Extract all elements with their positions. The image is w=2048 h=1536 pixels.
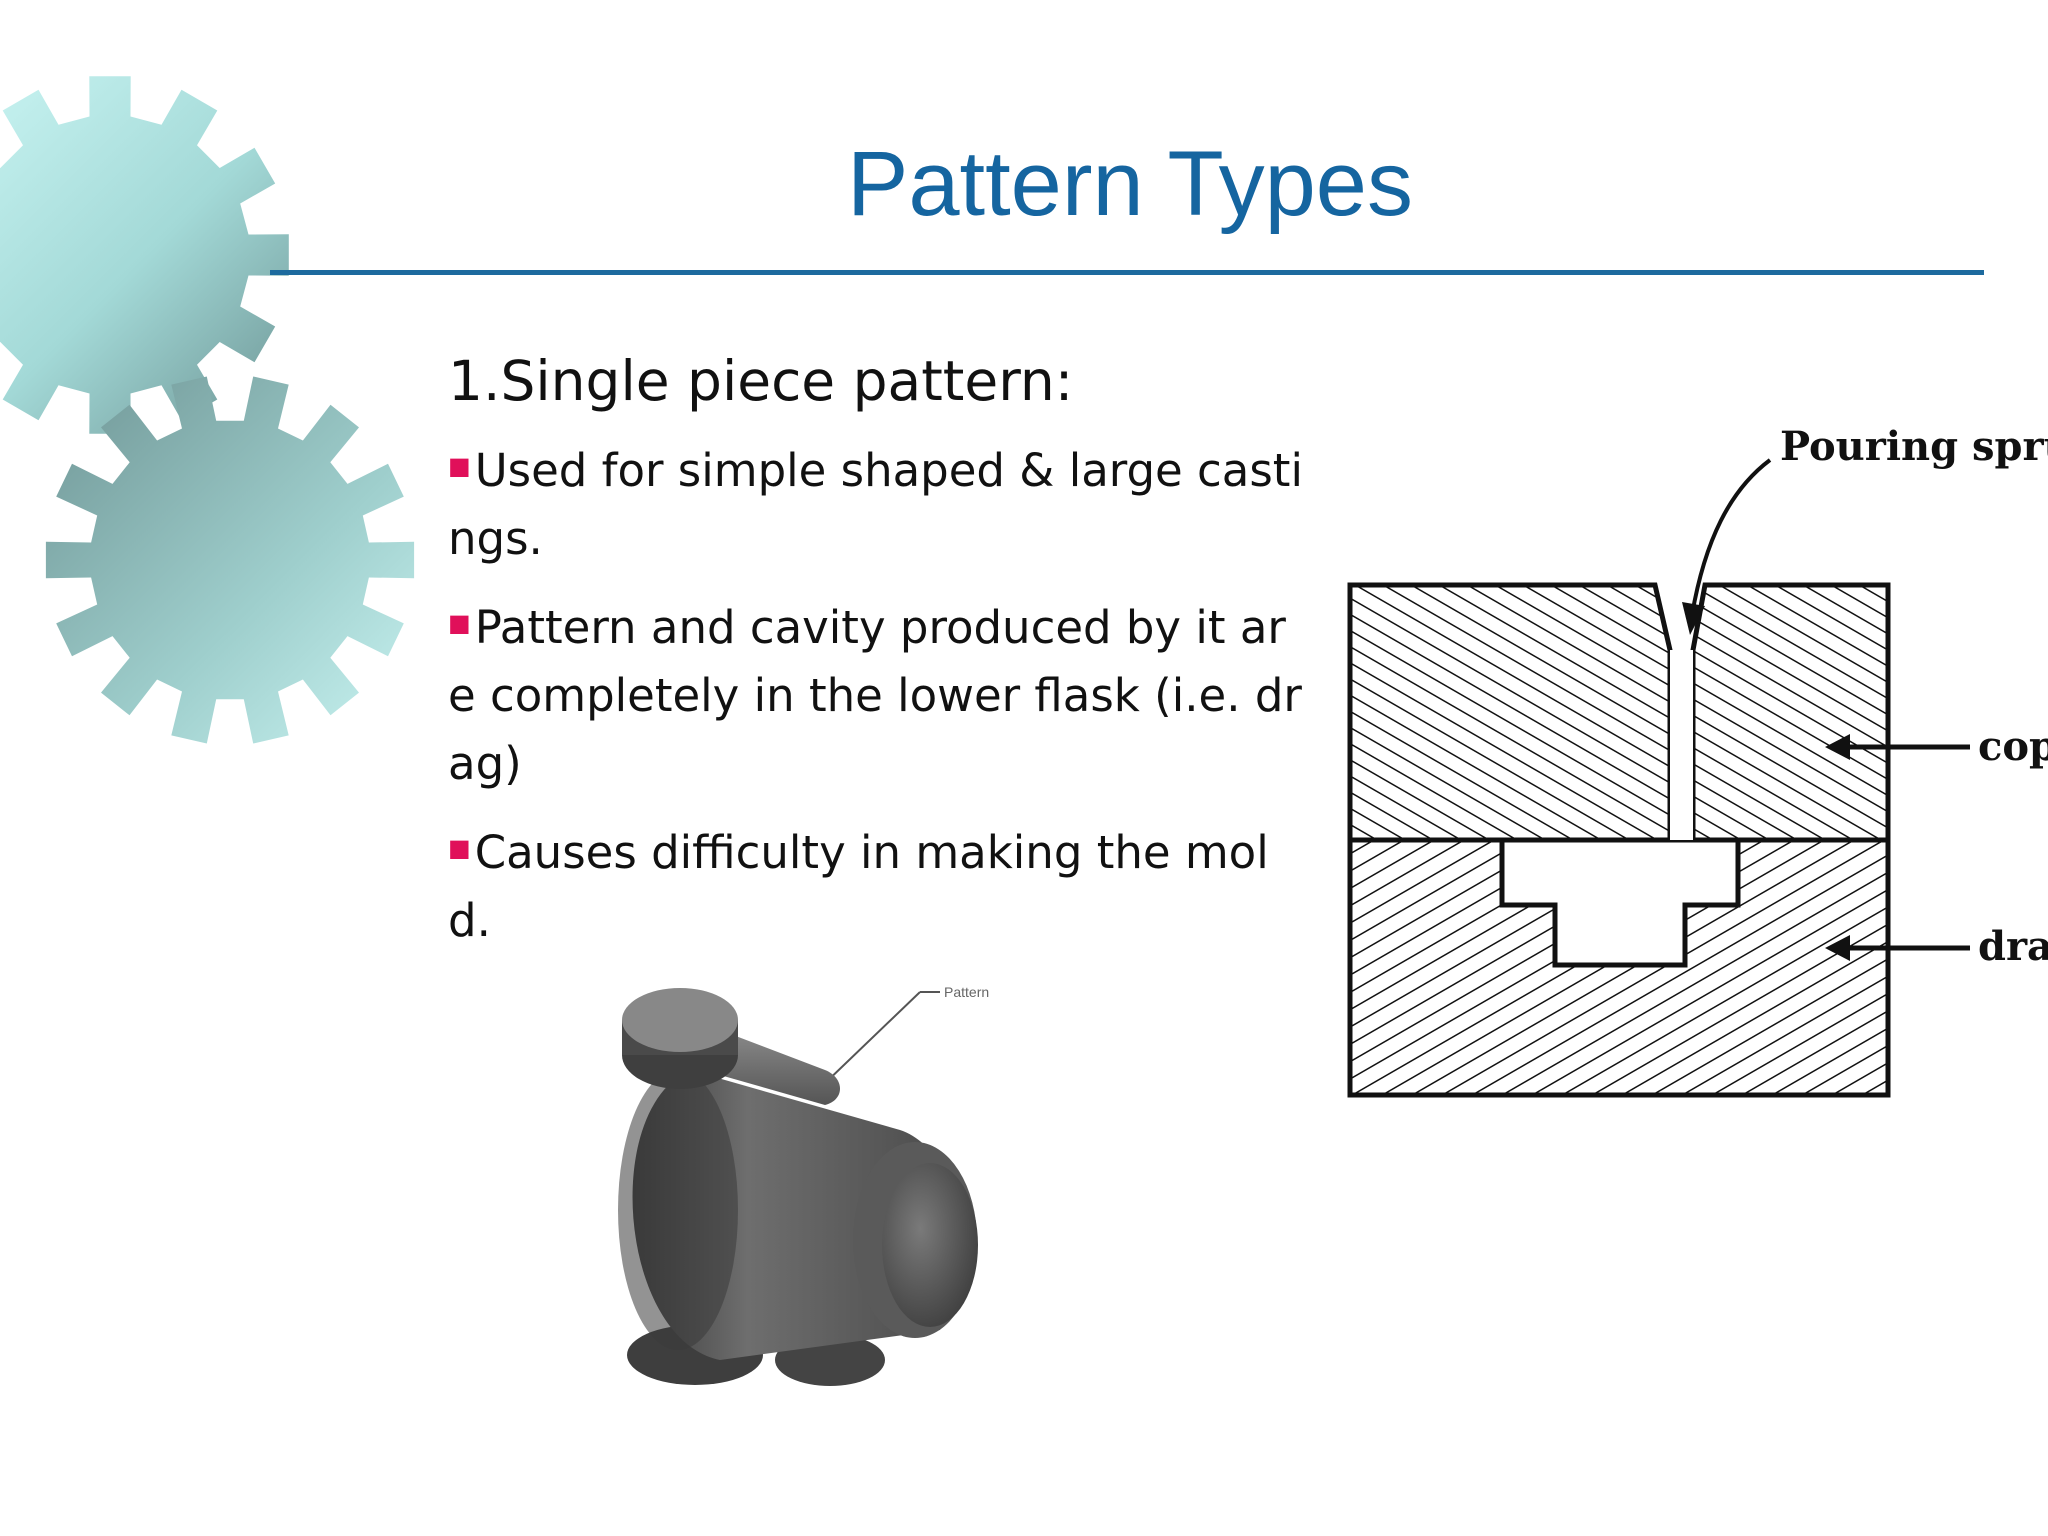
- gear-shape: [45, 376, 415, 744]
- bullet-item: ■Pattern and cavity produced by it are c…: [448, 589, 1308, 798]
- gears-decoration: [0, 76, 415, 744]
- cope-section: [1690, 582, 1891, 843]
- bullet-text: Used for simple shaped & large castings.: [448, 444, 1303, 565]
- pouring-sprue-arrow: [1690, 458, 1772, 616]
- pattern-end-face: [882, 1163, 978, 1327]
- arrowhead-icon: [1682, 602, 1705, 635]
- mold-cavity: [1499, 837, 1741, 968]
- single-piece-pattern-figure: Pattern: [618, 984, 989, 1386]
- gear-icon: [0, 76, 289, 434]
- pattern-top-rib: [720, 1030, 840, 1105]
- bullet-marker-icon: ■: [448, 452, 471, 480]
- bullet-item: ■Causes difficulty in making the mold.: [448, 814, 1308, 955]
- gear-icon: [45, 376, 415, 744]
- section-heading: 1.Single piece pattern:: [448, 349, 1074, 413]
- drag-label: drag: [1978, 923, 2048, 970]
- arrowhead-icon: [1825, 935, 1850, 961]
- slide-body: 1.Single piece pattern: ■Used for simple…: [448, 348, 1308, 971]
- arrowhead-icon: [1825, 734, 1850, 760]
- pattern-left-end: [618, 1070, 738, 1350]
- pouring-sprue-channel: [1670, 650, 1693, 840]
- bullet-marker-icon: ■: [448, 834, 471, 862]
- mold-cross-section-diagram: Pouring sprue cope drag: [1347, 423, 2048, 1098]
- cope-label: cope: [1978, 723, 2048, 770]
- bullet-marker-icon: ■: [448, 609, 471, 637]
- gear-shape: [0, 76, 289, 434]
- title-divider: [270, 270, 1984, 275]
- bullet-item: ■Used for simple shaped & large castings…: [448, 432, 1308, 573]
- bullet-text: Causes difficulty in making the mold.: [448, 826, 1269, 947]
- pattern-callout-label: Pattern: [944, 984, 989, 1000]
- pouring-sprue-label: Pouring sprue: [1780, 423, 2048, 470]
- pattern-top-boss: [622, 988, 738, 1052]
- slide-title: Pattern Types: [847, 133, 1413, 235]
- bullet-text: Pattern and cavity produced by it are co…: [448, 601, 1302, 790]
- pattern-callout-line: [819, 991, 921, 1089]
- cope-section: [1347, 582, 1673, 843]
